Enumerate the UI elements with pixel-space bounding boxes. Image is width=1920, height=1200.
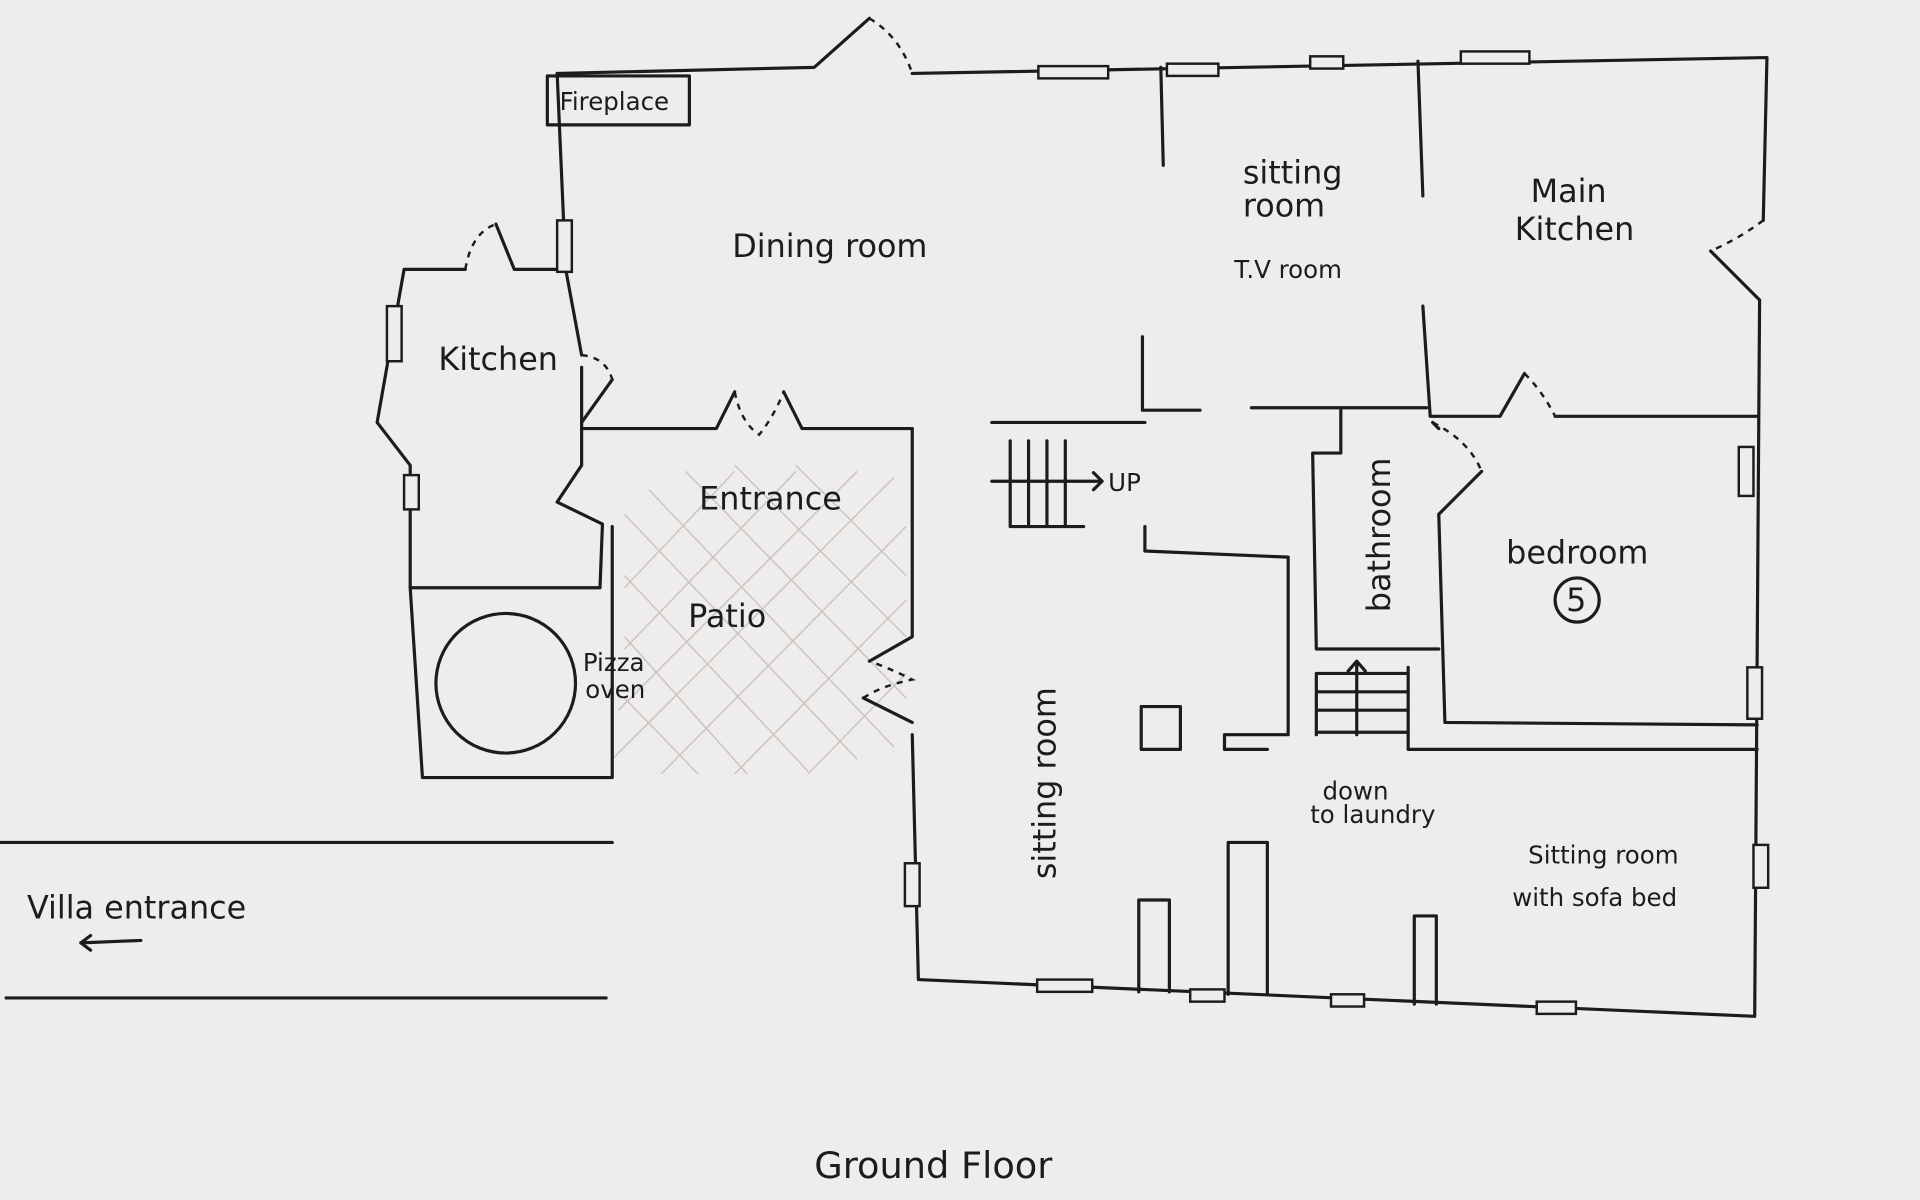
bathroom-label: bathroom bbox=[1360, 458, 1398, 613]
stairs-up-label: UP bbox=[1108, 468, 1141, 497]
entrance-label: Entrance bbox=[699, 479, 842, 517]
sitting-room-tv-label-2: room bbox=[1243, 187, 1325, 225]
pizza-oven-label-1: Pizza bbox=[583, 648, 645, 677]
sofa-room-label-2: with sofa bed bbox=[1512, 883, 1677, 912]
villa-entrance-label: Villa entrance bbox=[27, 888, 246, 926]
bedroom-number-circle bbox=[1553, 576, 1601, 624]
patio-label: Patio bbox=[688, 597, 766, 635]
laundry-label-2: to laundry bbox=[1310, 800, 1435, 829]
walls bbox=[0, 16, 1769, 1018]
kitchen-label: Kitchen bbox=[438, 340, 558, 378]
pizza-oven-label-2: oven bbox=[585, 675, 645, 704]
patio-hatching bbox=[611, 464, 907, 775]
bedroom-number: 5 bbox=[1566, 581, 1586, 619]
main-kitchen-label-1: Main bbox=[1531, 172, 1607, 210]
tv-room-label: T.V room bbox=[1233, 255, 1342, 284]
dining-room-label: Dining room bbox=[732, 227, 927, 265]
sitting-room-tv-label-1: sitting bbox=[1243, 154, 1343, 192]
windows bbox=[385, 50, 1770, 1016]
bedroom-label: bedroom bbox=[1506, 533, 1648, 571]
page-title: Ground Floor bbox=[814, 1144, 1053, 1187]
fireplace-label: Fireplace bbox=[560, 87, 669, 116]
sofa-room-label-1: Sitting room bbox=[1528, 840, 1678, 869]
main-kitchen-label-2: Kitchen bbox=[1515, 210, 1635, 248]
sitting-room-label: sitting room bbox=[1026, 687, 1064, 879]
laundry-label-1: down bbox=[1322, 777, 1388, 806]
